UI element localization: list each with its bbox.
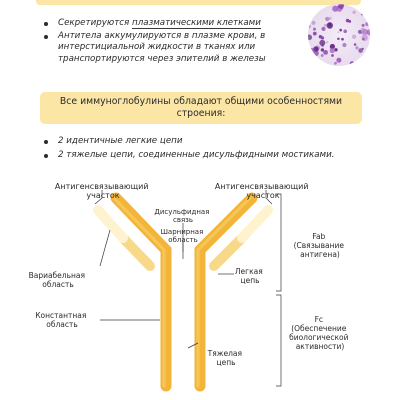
- heavy-chain-label: Тяжелая цепь: [207, 349, 245, 367]
- cell-dot: [368, 43, 370, 47]
- cell-dot: [318, 35, 323, 39]
- structure-list: 2 идентичные легкие цепи 2 тяжелые цепи,…: [40, 136, 370, 163]
- antigen-site-right-label: Антигенсвязывающий участок: [215, 182, 311, 200]
- cell-dot: [336, 57, 342, 63]
- cell-dot: [341, 37, 344, 41]
- cell-dot: [311, 5, 316, 9]
- cell-dot: [365, 22, 370, 27]
- cell-dot: [332, 5, 339, 12]
- cell-dot: [325, 16, 330, 22]
- structure-box-text: Все иммуноглобулины обладают общими особ…: [59, 96, 343, 119]
- list-item-text: Секретируются: [58, 18, 133, 28]
- cell-dot: [337, 37, 340, 41]
- cell-dot: [361, 34, 368, 41]
- heavy-chains: [110, 192, 258, 392]
- cell-dot: [312, 31, 317, 36]
- cell-dot: [352, 10, 356, 14]
- variable-region-label: Вариабельная область: [29, 271, 88, 289]
- list-item: 2 тяжелые цепи, соединенные дисульфидным…: [40, 150, 370, 162]
- antigen-site-left-label: Антигенсвязывающий участок: [55, 182, 151, 200]
- list-item: 2 идентичные легкие цепи: [40, 136, 370, 148]
- plasma-cells-image: [308, 4, 370, 66]
- cell-dot: [323, 50, 328, 55]
- cell-dot: [311, 6, 315, 10]
- cell-dot: [320, 48, 325, 52]
- cell-dot: [343, 29, 347, 34]
- cell-dot: [365, 58, 370, 65]
- cell-dot: [334, 61, 337, 65]
- light-chain-label: Легкая цепь: [235, 267, 265, 285]
- cell-dot: [334, 48, 338, 52]
- cell-dot: [362, 38, 365, 41]
- cell-dot: [326, 41, 329, 44]
- cell-dot: [364, 51, 369, 56]
- cell-dot: [313, 27, 316, 31]
- intro-list: Секретируются плазматическими клетками А…: [40, 18, 302, 66]
- disulfide-bonds: [172, 259, 194, 266]
- cell-dot: [329, 43, 335, 50]
- light-chains: [93, 205, 273, 271]
- fc-label: Fc (Обеспечение биологической активности…: [289, 315, 351, 351]
- cell-dot: [308, 24, 311, 29]
- cell-dot: [329, 47, 335, 54]
- cell-dot: [349, 61, 355, 66]
- plasma-cells-term: плазматическими клетками: [132, 18, 261, 29]
- cell-dot: [339, 28, 342, 32]
- light-chain-left-variable: [93, 205, 128, 243]
- cell-dot: [361, 23, 365, 27]
- cell-dot: [355, 46, 359, 50]
- list-item-text: Антитела аккумулируются в плазме крови, …: [58, 30, 266, 64]
- light-chain-left-constant: [118, 233, 155, 271]
- light-chain-right-constant: [209, 233, 247, 271]
- cell-dot: [361, 13, 364, 16]
- light-chain-right-variable: [237, 205, 273, 243]
- leader-lines: [94, 190, 282, 387]
- cell-dot: [353, 43, 357, 46]
- cell-dot: [319, 39, 326, 46]
- disulfide-label: Дисульфидная связь: [154, 208, 211, 224]
- cell-dot: [331, 54, 334, 57]
- cell-dot: [308, 34, 313, 41]
- cell-dot: [345, 18, 350, 23]
- constant-region-label: Константная область: [35, 311, 89, 329]
- fab-label: Fab (Связывание антигена): [294, 232, 347, 259]
- cell-dot: [339, 5, 344, 10]
- cell-dot: [337, 31, 340, 34]
- list-item: Антитела аккумулируются в плазме крови, …: [40, 31, 302, 66]
- cell-dot: [351, 34, 357, 39]
- cell-dot: [326, 22, 333, 29]
- list-item: Секретируются плазматическими клетками: [40, 18, 302, 30]
- cell-dot: [362, 29, 369, 35]
- cell-dot: [311, 11, 316, 15]
- list-item-text: 2 идентичные легкие цепи: [58, 136, 183, 146]
- cell-dot: [358, 29, 362, 34]
- hinge-label: Шарнирная область: [160, 228, 205, 244]
- cell-dot: [358, 48, 363, 53]
- cell-dot: [311, 20, 316, 25]
- cell-dot: [321, 26, 326, 31]
- cell-dot: [323, 23, 327, 27]
- top-band: [36, 0, 361, 5]
- cell-dot: [320, 54, 324, 57]
- cell-dot: [314, 46, 319, 52]
- antibody-diagram: Антигенсвязывающий участок Антигенсвязыв…: [29, 182, 351, 392]
- cell-dot: [342, 42, 347, 48]
- list-item-text: 2 тяжелые цепи, соединенные дисульфидным…: [58, 149, 335, 160]
- structure-box: Все иммуноглобулины обладают общими особ…: [40, 92, 362, 124]
